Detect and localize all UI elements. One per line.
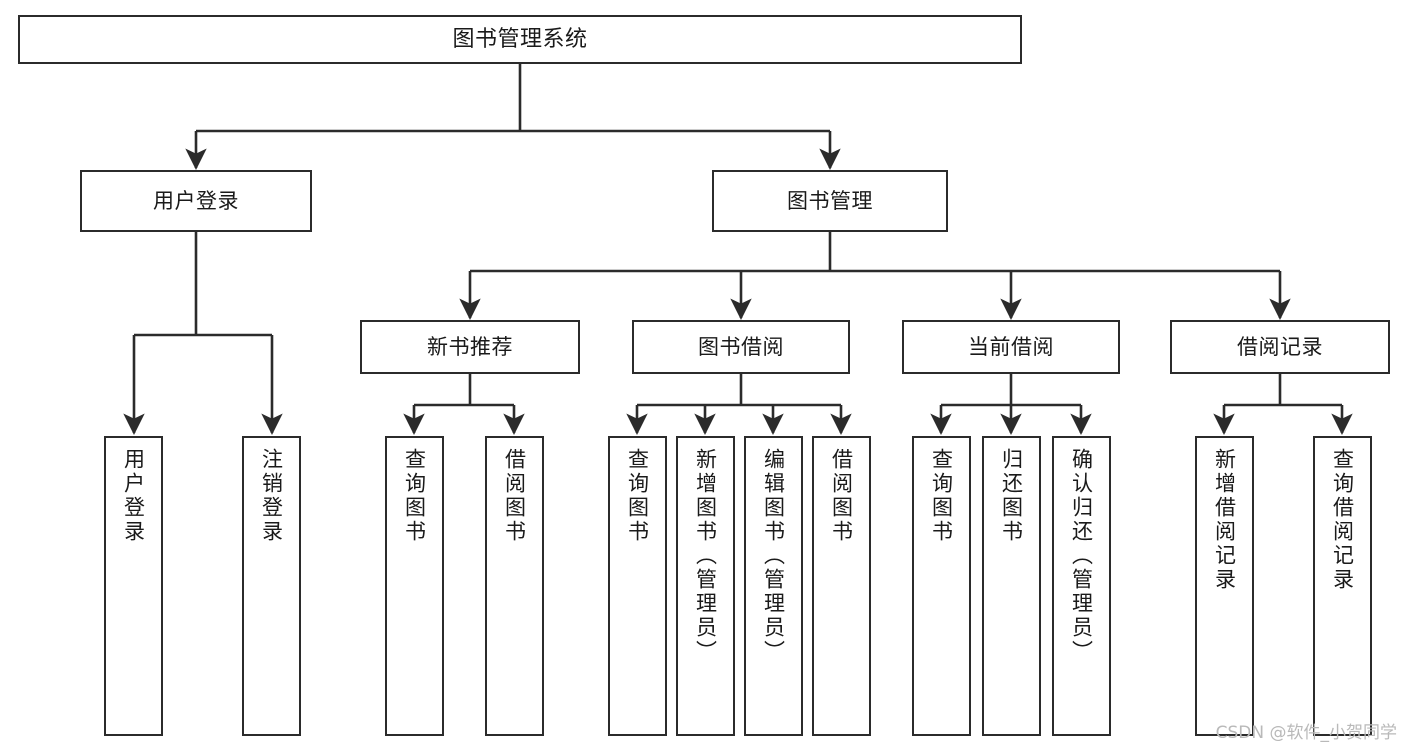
node-user-login[interactable]: 用户登录 [80, 170, 312, 232]
node-book-borrow-label: 图书借阅 [698, 334, 784, 359]
node-book-borrow[interactable]: 图书借阅 [632, 320, 850, 374]
leaf-borrow-book-recommend-label: 借阅图书 [502, 448, 527, 544]
node-borrow-record-label: 借阅记录 [1237, 334, 1323, 359]
leaf-add-borrow-record-label: 新增借阅记录 [1212, 448, 1237, 592]
leaf-logout-login-label: 注销登录 [259, 448, 284, 544]
leaf-confirm-return-admin-label: 确认归还（管理员） [1069, 448, 1094, 664]
node-new-book-recommend[interactable]: 新书推荐 [360, 320, 580, 374]
leaf-user-login[interactable]: 用户登录 [104, 436, 163, 736]
leaf-query-book-current-label: 查询图书 [929, 448, 954, 544]
leaf-edit-book-admin[interactable]: 编辑图书（管理员） [744, 436, 803, 736]
csdn-watermark: CSDN @软件_小贺同学 [1215, 723, 1397, 743]
leaf-confirm-return-admin[interactable]: 确认归还（管理员） [1052, 436, 1111, 736]
leaf-borrow-book-recommend[interactable]: 借阅图书 [485, 436, 544, 736]
leaf-add-book-admin[interactable]: 新增图书（管理员） [676, 436, 735, 736]
node-current-borrow[interactable]: 当前借阅 [902, 320, 1120, 374]
leaf-query-book-recommend-label: 查询图书 [402, 448, 427, 544]
leaf-query-borrow-record[interactable]: 查询借阅记录 [1313, 436, 1372, 736]
leaf-query-book-recommend[interactable]: 查询图书 [385, 436, 444, 736]
leaf-return-book[interactable]: 归还图书 [982, 436, 1041, 736]
node-root-system[interactable]: 图书管理系统 [18, 15, 1022, 64]
node-borrow-record[interactable]: 借阅记录 [1170, 320, 1390, 374]
node-user-login-label: 用户登录 [153, 188, 239, 213]
node-root-system-label: 图书管理系统 [452, 26, 588, 52]
node-new-book-recommend-label: 新书推荐 [427, 334, 513, 359]
leaf-add-book-admin-label: 新增图书（管理员） [693, 448, 718, 664]
leaf-user-login-label: 用户登录 [121, 448, 146, 544]
leaf-edit-book-admin-label: 编辑图书（管理员） [761, 448, 786, 664]
leaf-query-borrow-record-label: 查询借阅记录 [1330, 448, 1355, 592]
node-current-borrow-label: 当前借阅 [968, 334, 1054, 359]
leaf-borrow-book-borrow[interactable]: 借阅图书 [812, 436, 871, 736]
node-book-management[interactable]: 图书管理 [712, 170, 948, 232]
leaf-logout-login[interactable]: 注销登录 [242, 436, 301, 736]
node-book-management-label: 图书管理 [787, 188, 873, 213]
leaf-return-book-label: 归还图书 [999, 448, 1024, 544]
leaf-borrow-book-borrow-label: 借阅图书 [829, 448, 854, 544]
leaf-query-book-current[interactable]: 查询图书 [912, 436, 971, 736]
leaf-add-borrow-record[interactable]: 新增借阅记录 [1195, 436, 1254, 736]
leaf-query-book-borrow-label: 查询图书 [625, 448, 650, 544]
leaf-query-book-borrow[interactable]: 查询图书 [608, 436, 667, 736]
